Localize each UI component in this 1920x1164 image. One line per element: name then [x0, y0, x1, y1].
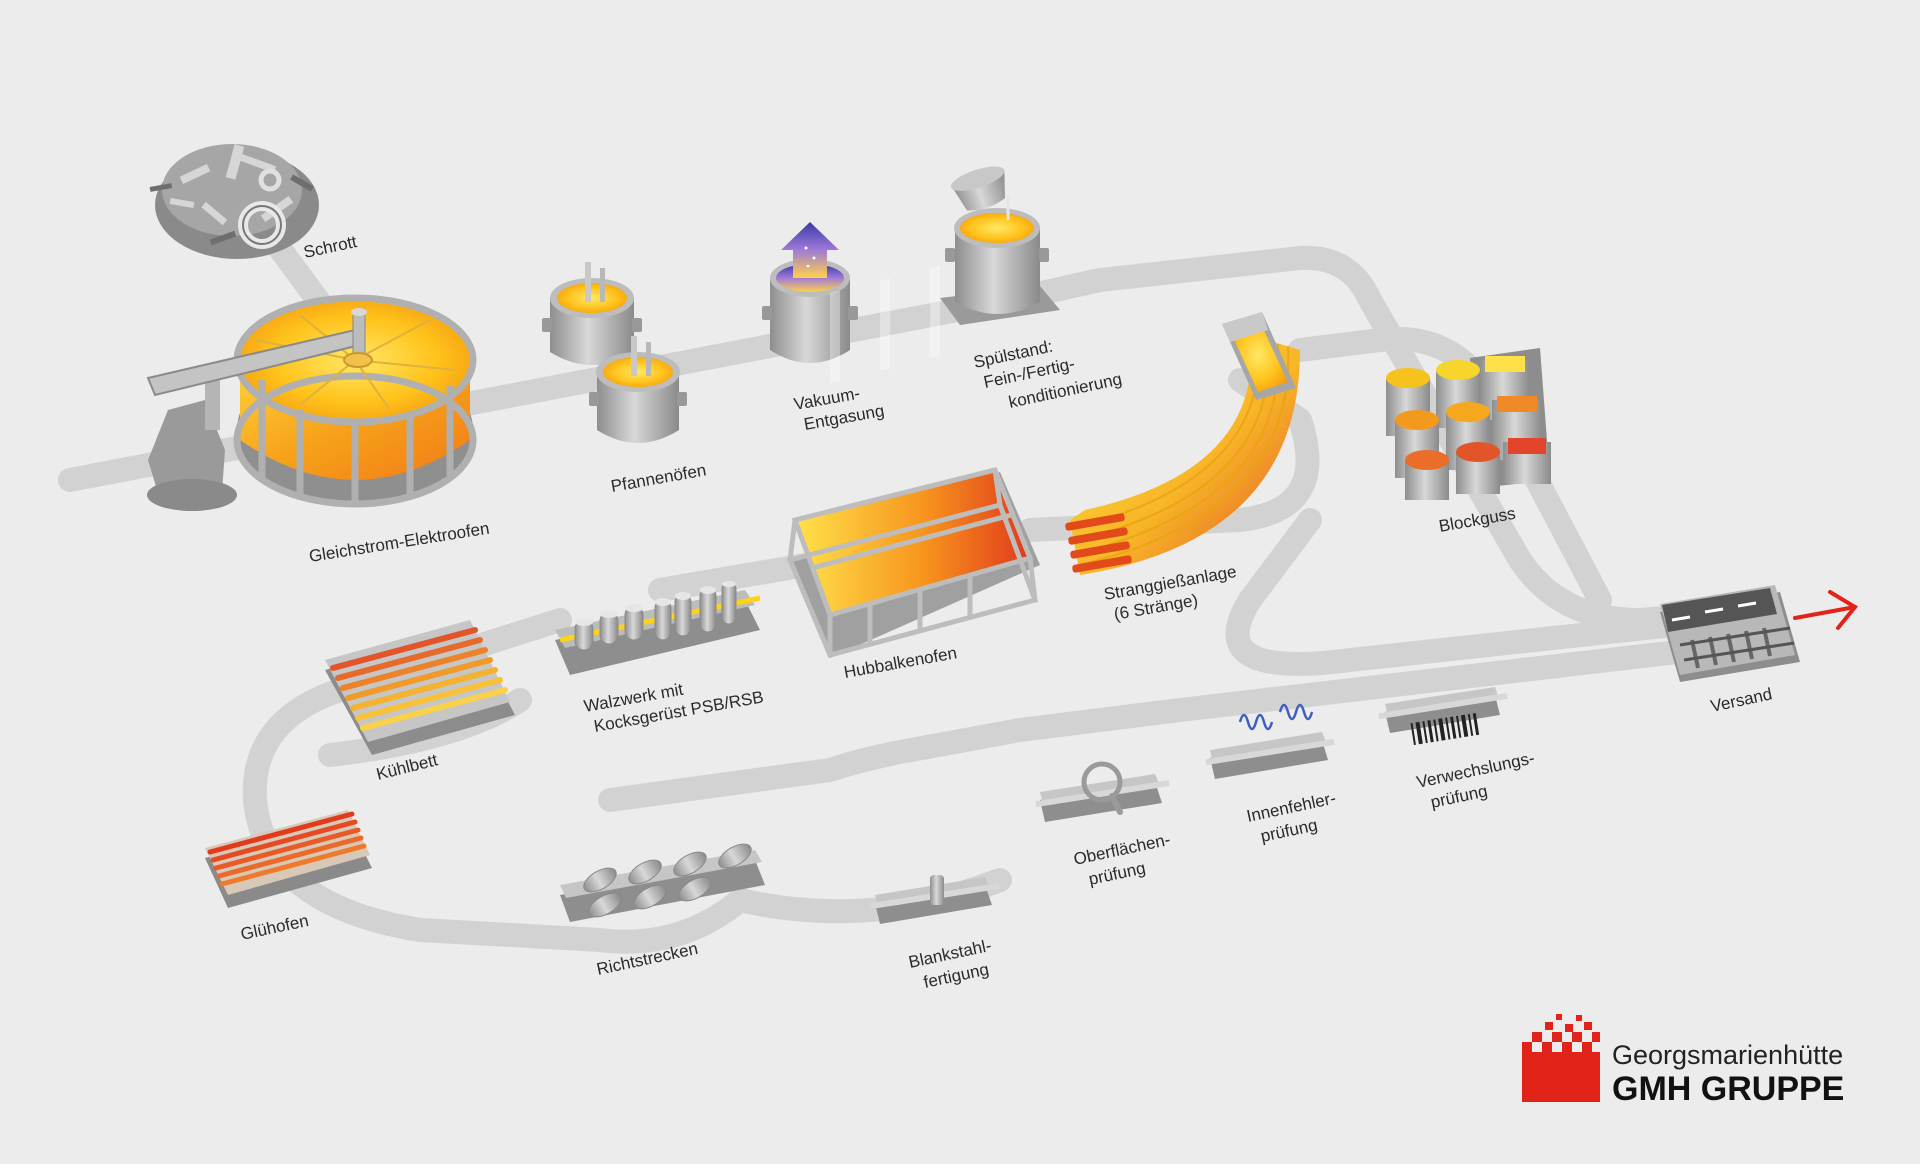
walking-beam-furnace: [786, 265, 1040, 658]
vacuum-arrow-icon: [781, 222, 839, 278]
rolling-mill: [555, 581, 761, 675]
ingot-casting: [1386, 348, 1551, 500]
magnifier-icon: [1081, 761, 1123, 815]
gmh-logo: Georgsmarienhütte GMH GRUPPE: [1522, 1014, 1844, 1108]
electric-arc-furnace: [146, 294, 477, 511]
label-pfannenoefen: Pfannenöfen: [609, 460, 707, 495]
cooling-bed: [325, 620, 515, 755]
shipping-arrow-icon: [1793, 590, 1859, 630]
ladle-furnace-1: [542, 262, 642, 365]
scrap-pile-icon: [149, 144, 319, 259]
logo-group: GMH GRUPPE: [1612, 1070, 1844, 1108]
ladle-icon: [950, 166, 1010, 220]
straightening-line: [560, 843, 765, 922]
continuous-caster: [1065, 312, 1300, 575]
label-versand: Versand: [1709, 684, 1774, 716]
surface-inspection: [1035, 761, 1170, 822]
logo-name: Georgsmarienhütte: [1612, 1040, 1843, 1070]
bright-steel-production: [870, 875, 1000, 924]
label-elektroofen: Gleichstrom-Elektroofen: [308, 519, 491, 566]
label-gluehofen: Glühofen: [239, 911, 310, 944]
rinsing-station: [940, 166, 1060, 325]
gmh-logo-mark: [1522, 1014, 1600, 1102]
internal-defect-inspection: [1205, 703, 1335, 779]
barcode-icon: [1410, 712, 1480, 746]
vacuum-degassing: [762, 222, 858, 363]
shipping-station: [1660, 585, 1800, 682]
label-schrott: Schrott: [302, 232, 359, 262]
ultrasonic-wave-icon: [1238, 703, 1314, 731]
ladle-furnace-2: [589, 336, 687, 443]
annealing-furnace: [205, 810, 372, 908]
mix-up-inspection: [1378, 687, 1508, 746]
